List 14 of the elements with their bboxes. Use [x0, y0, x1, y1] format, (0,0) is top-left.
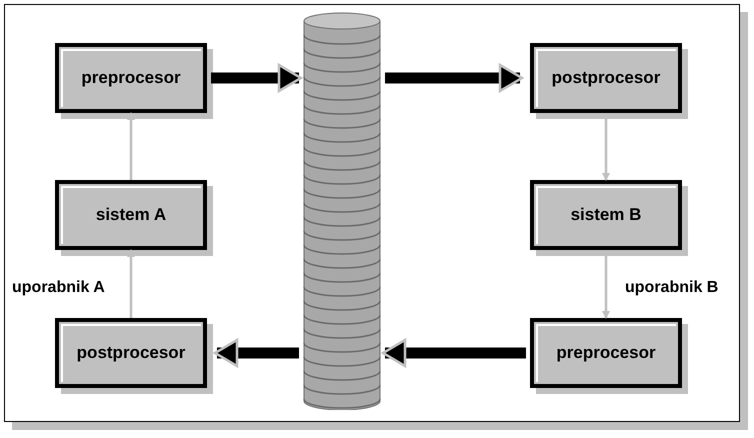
arrow — [127, 249, 135, 318]
arrow — [127, 112, 135, 180]
thick-arrow — [211, 64, 302, 92]
box-label: postprocesor — [76, 342, 186, 364]
box-label: preprocesor — [81, 67, 181, 90]
box-label: preprocesor — [556, 342, 656, 364]
box-label: sistem A — [96, 204, 166, 226]
box-label: sistem B — [570, 204, 642, 226]
user-label: uporabnik B — [625, 278, 718, 298]
thick-arrow — [385, 64, 524, 92]
box-label: postprocesor — [552, 67, 660, 90]
user-label: uporabnik A — [12, 278, 105, 298]
thick-arrow — [382, 338, 526, 368]
thick-arrow — [214, 338, 299, 368]
